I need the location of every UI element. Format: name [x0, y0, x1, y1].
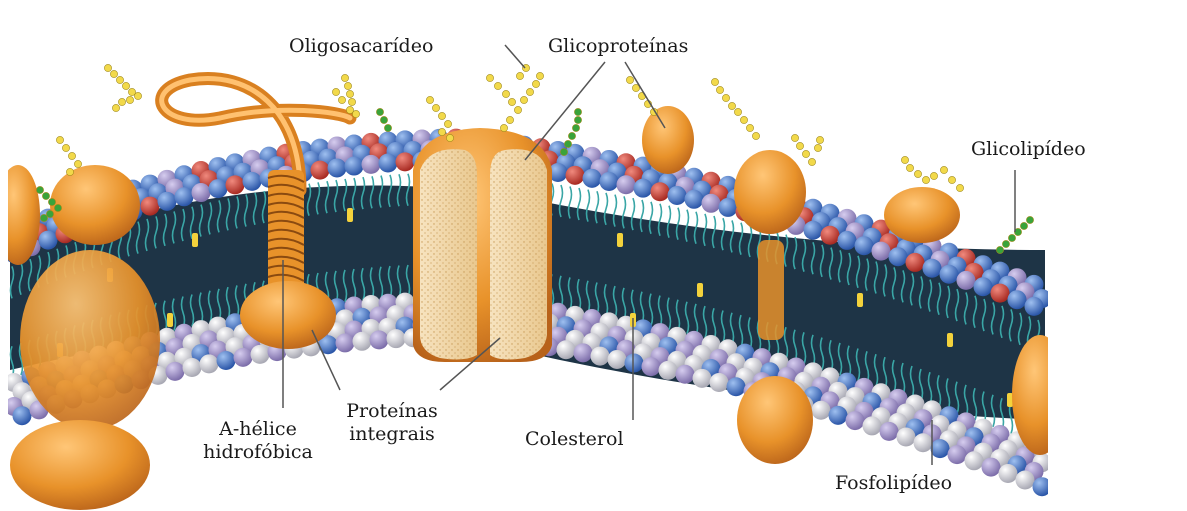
label-a-helice-hidrofobica: A-hélice hidrofóbica — [195, 418, 321, 464]
peripheral-protein-top-left — [50, 165, 140, 245]
label-proteinas: Proteínas — [333, 400, 451, 423]
label-fosfolipideo: Fosfolipídeo — [832, 472, 955, 495]
label-a-helice: A-hélice — [198, 418, 318, 441]
label-glicolipideo: Glicolipídeo — [968, 138, 1089, 161]
peripheral-protein-bottom-left — [10, 420, 150, 510]
peripheral-protein-bottom-right — [737, 376, 813, 464]
glycoprotein-right-1 — [642, 106, 694, 174]
transmembrane-strip — [758, 240, 784, 340]
label-proteinas-integrais: Proteínas integrais — [330, 400, 454, 446]
peripheral-protein-right-top — [884, 187, 960, 243]
label-integrais: integrais — [333, 423, 451, 446]
label-hidrofobica: hidrofóbica — [198, 441, 318, 464]
label-oligosacarideo: Oligosacarídeo — [286, 35, 436, 58]
label-colesterol: Colesterol — [522, 428, 627, 451]
peripheral-protein-left — [20, 250, 160, 430]
peripheral-protein-right-edge — [1012, 335, 1068, 455]
glycoprotein-right-2 — [734, 150, 806, 234]
label-glicoproteinas: Glicoproteínas — [545, 35, 691, 58]
channel-protein — [413, 128, 552, 362]
